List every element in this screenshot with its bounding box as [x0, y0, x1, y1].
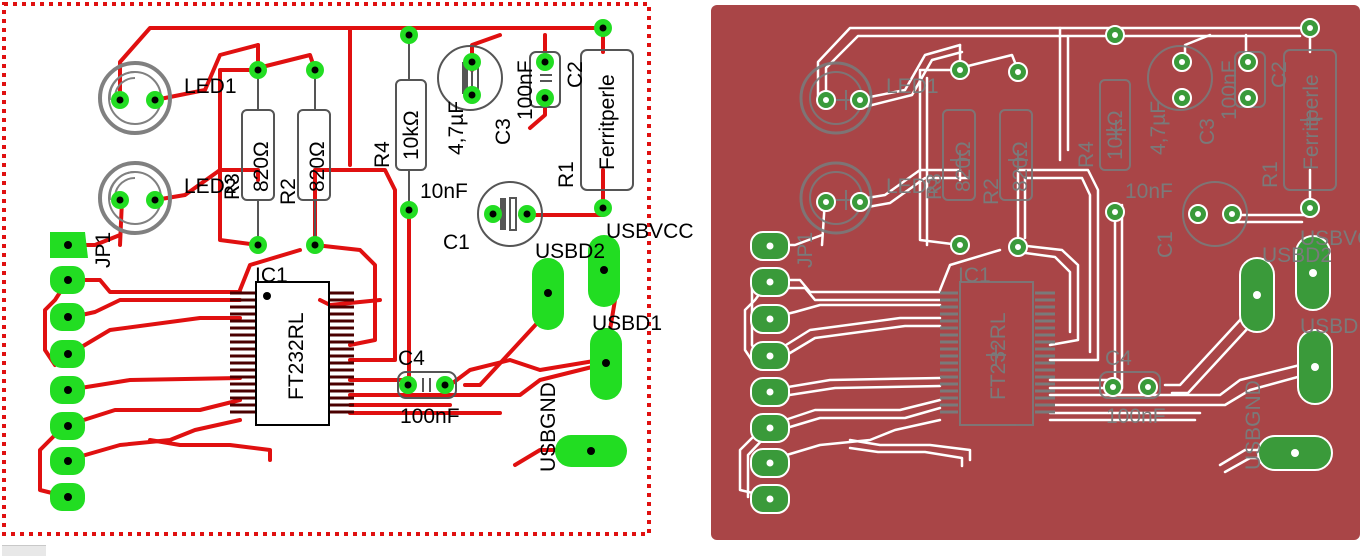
r1-label-right: R1: [1259, 161, 1282, 188]
tht-pads: [111, 19, 612, 394]
c3-label: C3: [492, 118, 515, 145]
c1-value-label-right: 10nF: [1125, 180, 1173, 203]
r4-value-label: 10kΩ: [400, 110, 423, 160]
c4-value-label: 100nF: [400, 405, 460, 428]
c4-value-label-right: 100nF: [1106, 405, 1166, 428]
r3-value-label: 820Ω: [250, 141, 273, 192]
jp1-label-right: JP1: [794, 232, 817, 268]
jp1-label: JP1: [92, 232, 115, 268]
ic1-chip: [230, 281, 354, 426]
board-layout-view: LED1 LED2 IC1 FT232RL 820Ω R3 820Ω R2 10…: [2, 2, 694, 536]
cap-value-label-right: 4,7µF: [1147, 101, 1170, 155]
led2-label-right: LED2: [886, 175, 939, 198]
ic1-value-label-right: FT232RL: [987, 312, 1010, 400]
usbd2-label: USBD2: [535, 240, 605, 263]
r3-label: R3: [221, 173, 244, 200]
c4-label-right: C4: [1105, 347, 1132, 370]
c1-value-label: 10nF: [420, 180, 468, 203]
usb-pads-copper: [1239, 235, 1333, 471]
scrollbar-corner[interactable]: [2, 545, 46, 556]
r4-value-label-right: 10kΩ: [1104, 110, 1127, 160]
r3-label-right: R3: [923, 173, 946, 200]
usbvcc-label-right: USBVCC: [1300, 227, 1360, 250]
ic1-pins-ghost: [940, 291, 1055, 414]
c2-label: C2: [564, 61, 587, 88]
led2-label: LED2: [184, 175, 237, 198]
r3-value-label-right: 820Ω: [952, 141, 975, 192]
ic1-label: IC1: [255, 264, 288, 287]
led1-label-right: LED1: [886, 75, 939, 98]
cap-value-label: 4,7µF: [445, 101, 468, 155]
r1-value-label-right: Ferritperle: [1300, 74, 1323, 170]
led1-label: LED1: [184, 75, 237, 98]
r4-label: R4: [371, 141, 394, 168]
r1-value-label: Ferritperle: [596, 74, 619, 170]
c3-label-right: C3: [1196, 118, 1219, 145]
resistor-bodies: [241, 35, 634, 245]
capacitors: [397, 45, 561, 399]
r4-label-right: R4: [1075, 141, 1098, 168]
usbvcc-label: USBVCC: [606, 220, 694, 243]
r1-label: R1: [555, 161, 578, 188]
c1-label-right: C1: [1154, 231, 1177, 258]
c3-value-label: 100nF: [514, 60, 537, 120]
ghost-silkscreen: [799, 45, 1337, 426]
ic1-label-right: IC1: [958, 264, 991, 287]
c3-value-label-right: 100nF: [1218, 60, 1241, 120]
r2-label-right: R2: [980, 178, 1003, 205]
r2-label: R2: [277, 178, 300, 205]
usbgnd-label-right: USBGND: [1242, 380, 1265, 470]
r2-value-label: 820Ω: [306, 141, 329, 192]
usbd2-label-right: USBD2: [1262, 244, 1332, 267]
usb-pads: [532, 235, 627, 467]
c1-label: C1: [443, 231, 470, 254]
ic1-value-label: FT232RL: [285, 312, 308, 400]
jp1-header: [50, 232, 88, 511]
usbgnd-label: USBGND: [537, 382, 560, 472]
usbd1-label: USBD1: [592, 312, 662, 335]
c4-label: C4: [398, 347, 425, 370]
jp1-header-copper: [750, 231, 790, 514]
usbd1-label-right: USBD1: [1300, 315, 1360, 338]
r2-value-label-right: 820Ω: [1009, 141, 1032, 192]
c2-label-right: C2: [1268, 61, 1291, 88]
tht-pads-copper: [816, 18, 1320, 397]
copper-milling-view: LED1 LED2 IC1 FT232RL 820Ω R3 820Ω R2 10…: [711, 5, 1360, 540]
